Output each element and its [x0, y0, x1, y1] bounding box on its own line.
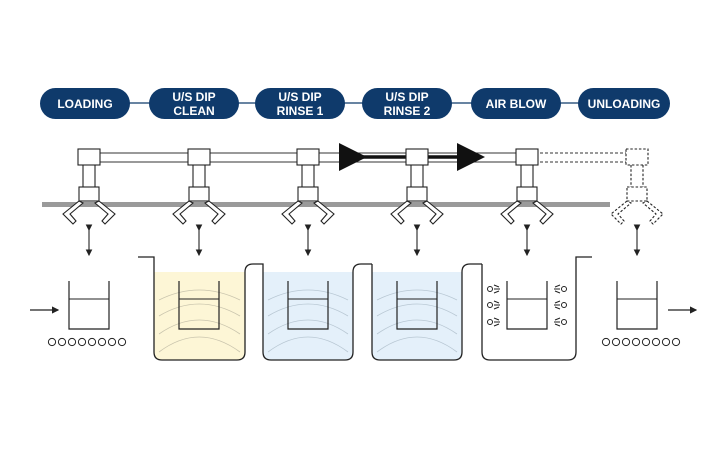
- guide-bar: [42, 202, 610, 207]
- stage-pill-loading: LOADING: [40, 88, 130, 119]
- stage-pill-air-blow: AIR BLOW: [471, 88, 561, 119]
- stage-label-us-dip-clean-line2: CLEAN: [173, 104, 214, 118]
- stage-label-us-dip-rinse-1-line1: U/S DIP: [278, 90, 321, 104]
- basket-us-dip-clean: [178, 281, 220, 330]
- gripper-us-dip-rinse-2: [390, 148, 444, 225]
- stage-label-air-blow: AIR BLOW: [486, 97, 547, 111]
- gripper-us-dip-clean: [172, 148, 226, 225]
- tank-clean: [138, 256, 262, 361]
- gripper-us-dip-rinse-1: [281, 148, 335, 225]
- air-nozzles: [487, 284, 567, 327]
- basket-us-dip-rinse-1: [287, 281, 329, 330]
- gripper-unloading: [610, 148, 664, 225]
- gripper-air-blow: [500, 148, 554, 225]
- stage-label-us-dip-clean-line1: U/S DIP: [172, 90, 215, 104]
- output-conveyor-rollers: [601, 337, 681, 347]
- stage-pill-us-dip-rinse-1: U/S DIP RINSE 1: [255, 88, 345, 119]
- basket-air-blow: [506, 281, 548, 330]
- tank-rinse-1: [262, 263, 372, 361]
- stage-pill-unloading: UNLOADING: [578, 88, 670, 119]
- basket-us-dip-rinse-2: [396, 281, 438, 330]
- tank-air-blow: [481, 256, 592, 361]
- basket-loading: [68, 281, 110, 330]
- basket-unloading: [616, 281, 658, 330]
- stage-pill-us-dip-rinse-2: U/S DIP RINSE 2: [362, 88, 452, 119]
- stage-label-us-dip-rinse-2-line2: RINSE 2: [384, 104, 431, 118]
- stage-label-us-dip-rinse-2-line1: U/S DIP: [385, 90, 428, 104]
- input-conveyor-rollers: [47, 337, 127, 347]
- stage-label-unloading: UNLOADING: [588, 97, 661, 111]
- stage-pill-us-dip-clean: U/S DIP CLEAN: [149, 88, 239, 119]
- stage-label-us-dip-rinse-1-line2: RINSE 1: [277, 104, 324, 118]
- tank-rinse-2: [371, 263, 482, 361]
- gripper-loading: [62, 148, 116, 225]
- stage-label-loading: LOADING: [57, 97, 112, 111]
